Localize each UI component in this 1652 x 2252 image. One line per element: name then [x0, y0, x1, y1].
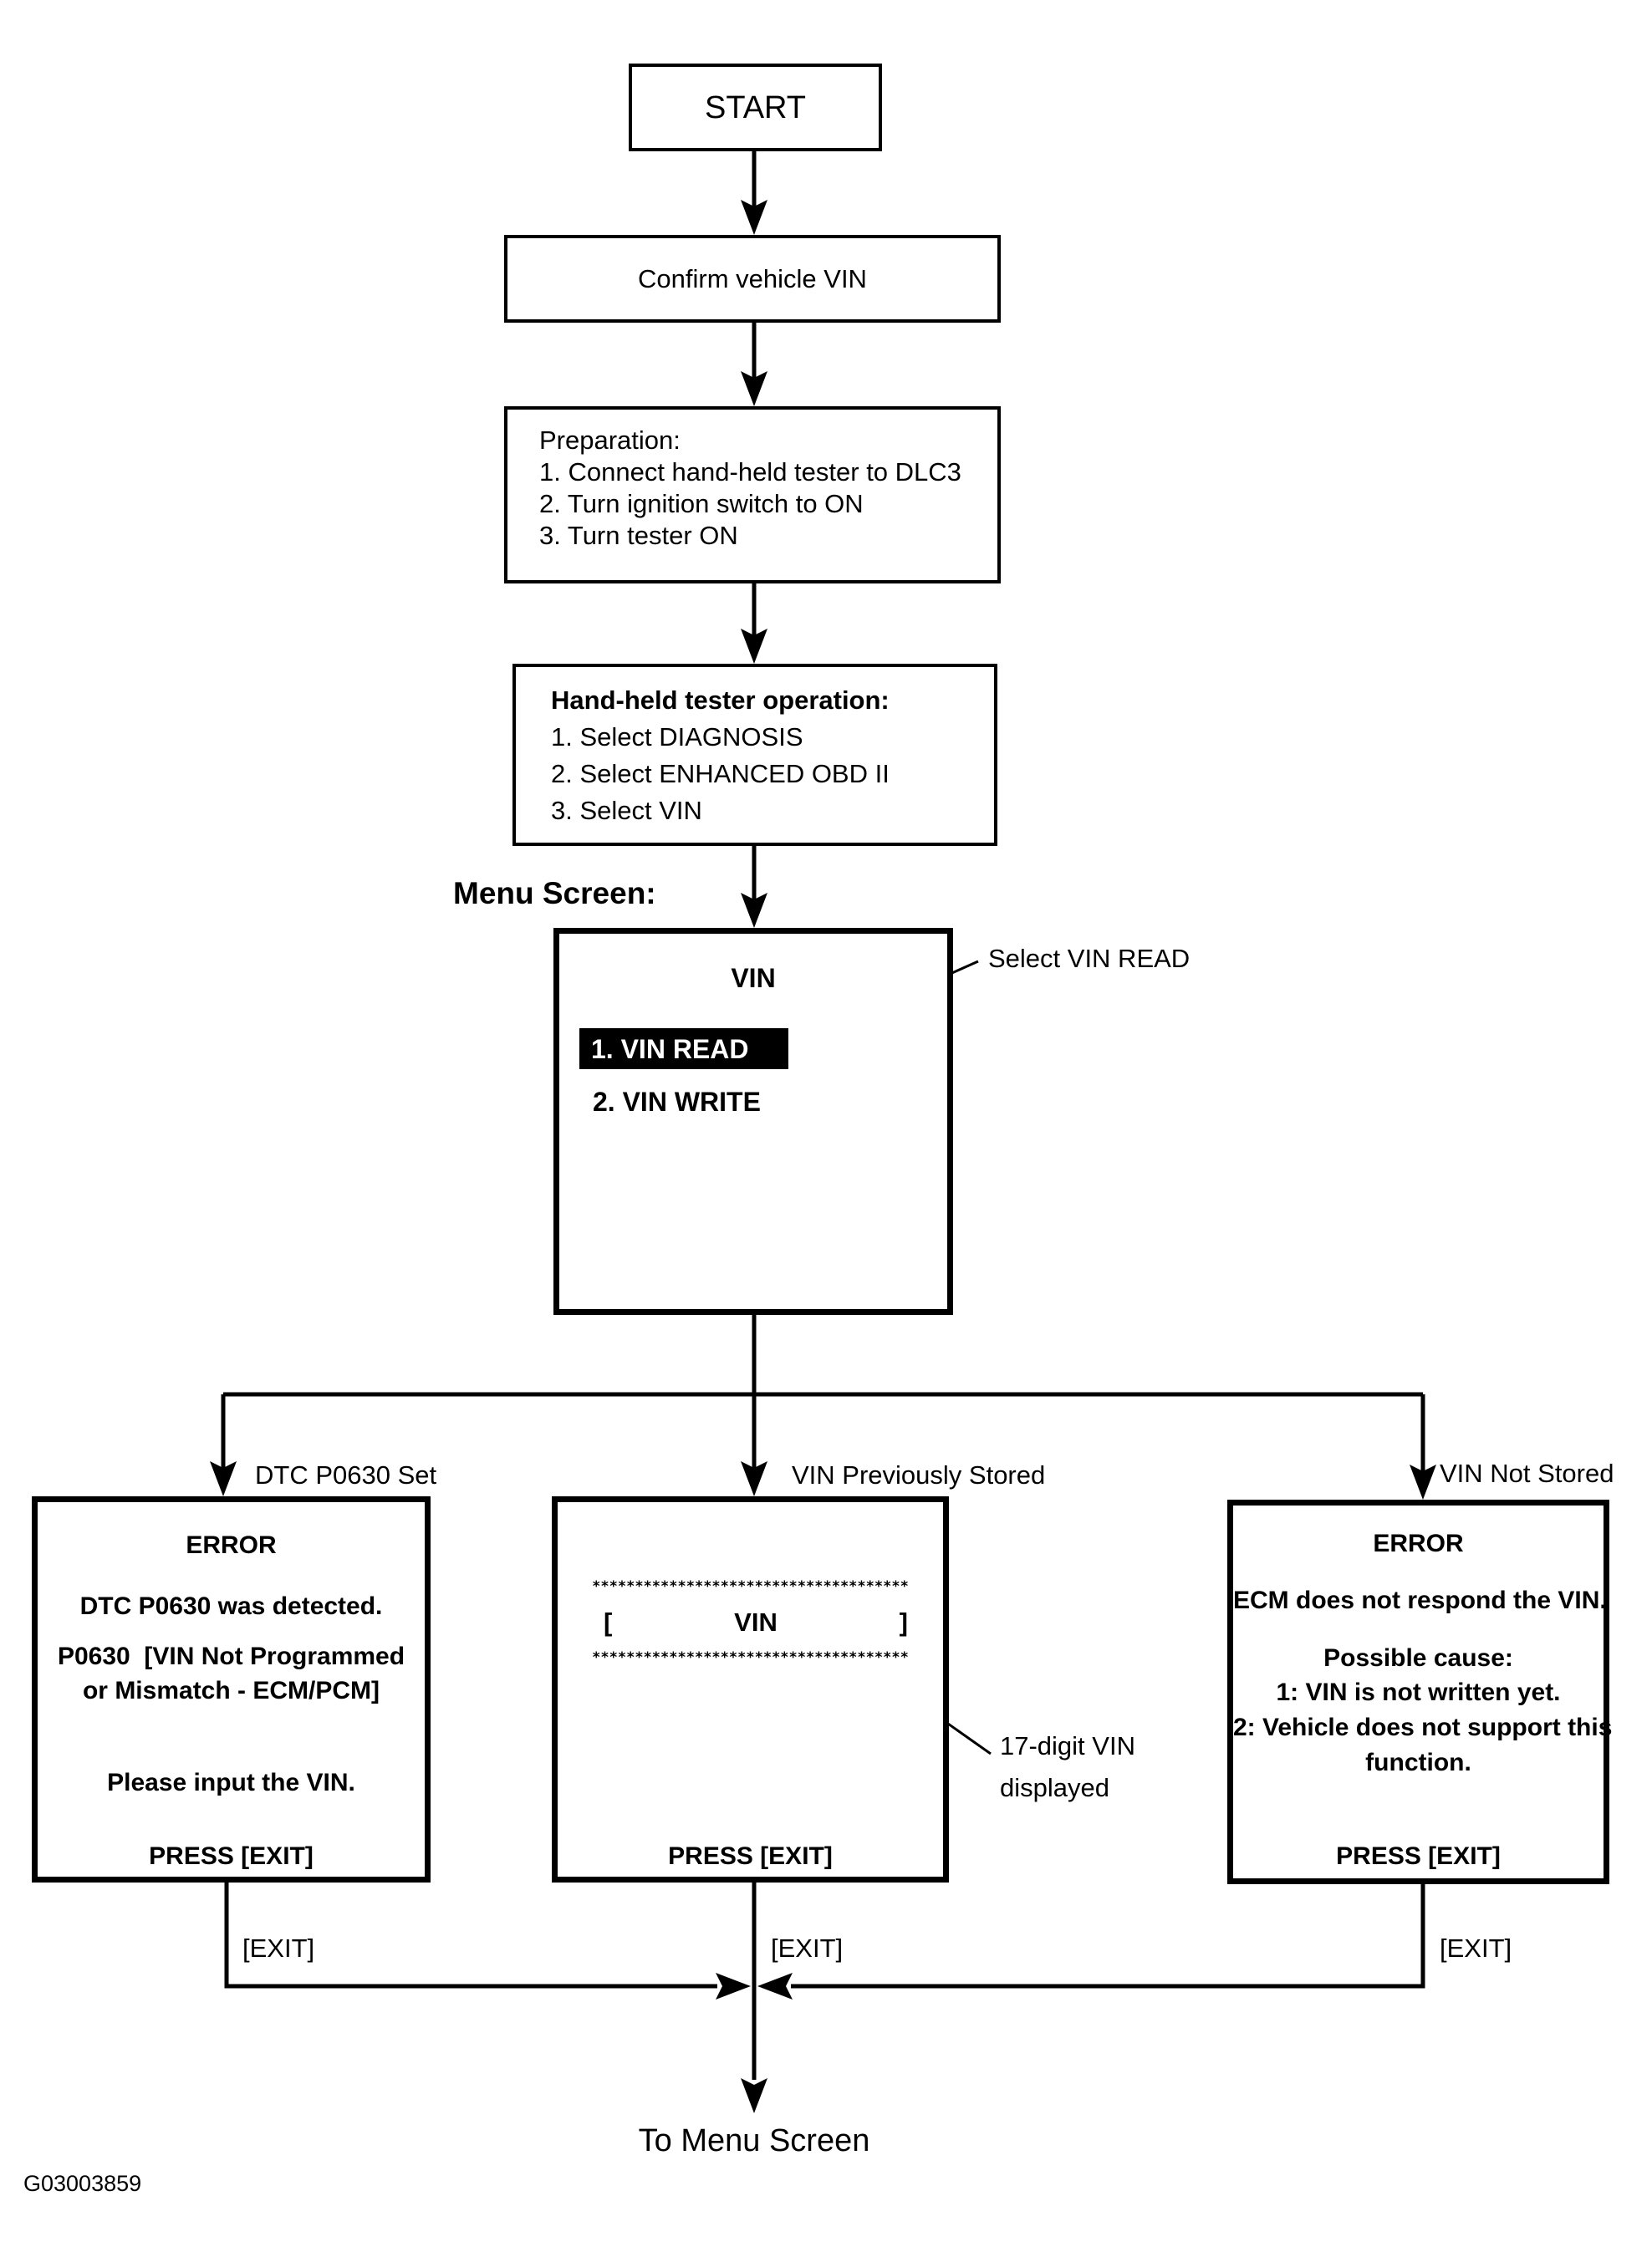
start-label: START	[704, 89, 807, 125]
branch-label-vin-not-stored: VIN Not Stored	[1440, 1459, 1614, 1488]
preparation-step: 3. Turn tester ON	[539, 521, 738, 550]
arrowhead-left-icon	[757, 1973, 793, 2000]
tester-operation-step: 3. Select VIN	[551, 796, 702, 825]
tester-operation-box: Hand-held tester operation: 1. Select DI…	[512, 664, 997, 846]
error-dtc-box: ERROR DTC P0630 was detected. P0630 [VIN…	[32, 1496, 431, 1883]
menu-screen-box: VIN 1. VIN READ 2. VIN WRITE	[553, 928, 953, 1315]
arrowhead-down-icon	[210, 1461, 237, 1496]
confirm-vin-box: Confirm vehicle VIN	[504, 235, 1001, 323]
vin-bracket-close: ]	[899, 1607, 908, 1637]
vin-display-box: ************************************* [ …	[552, 1496, 949, 1883]
arrowhead-down-icon	[741, 200, 767, 235]
menu-item-vin-read-label: 1. VIN READ	[591, 1033, 749, 1064]
press-exit-label: PRESS [EXIT]	[149, 1842, 314, 1870]
figure-id: G03003859	[23, 2171, 142, 2196]
vin-display-row: [ VIN ]	[604, 1607, 908, 1638]
callout-17-digit-vin-line1: 17-digit VIN	[1000, 1731, 1135, 1760]
arrowhead-down-icon	[741, 371, 767, 406]
tester-operation-step: 2. Select ENHANCED OBD II	[551, 759, 890, 788]
arrowhead-down-icon	[741, 2078, 767, 2113]
menu-title: VIN	[731, 963, 776, 993]
error-dtc-line: DTC P0630 was detected.	[79, 1592, 383, 1620]
tester-operation-step: 1. Select DIAGNOSIS	[551, 722, 803, 752]
error-ecm-line: 1: VIN is not written yet.	[1276, 1679, 1561, 1706]
branch-label-vin-stored: VIN Previously Stored	[792, 1460, 1046, 1490]
error-ecm-line: function.	[1365, 1749, 1471, 1776]
confirm-vin-label: Confirm vehicle VIN	[638, 263, 867, 293]
press-exit-label: PRESS [EXIT]	[668, 1842, 833, 1870]
exit-label-middle: [EXIT]	[771, 1934, 844, 1963]
error-ecm-title: ERROR	[1373, 1530, 1464, 1557]
menu-item-vin-write: 2. VIN WRITE	[593, 1087, 761, 1117]
error-ecm-line: 2: Vehicle does not support this	[1233, 1714, 1613, 1741]
menu-screen-label: Menu Screen:	[453, 876, 656, 910]
error-ecm-box: ERROR ECM does not respond the VIN. Poss…	[1227, 1500, 1613, 1884]
arrowhead-down-icon	[741, 629, 767, 664]
vin-bracket-open: [	[604, 1607, 613, 1637]
arrowhead-down-icon	[1410, 1465, 1436, 1500]
arrowhead-down-icon	[741, 1461, 767, 1496]
error-dtc-line: P0630 [VIN Not Programmed	[57, 1643, 405, 1670]
press-exit-label: PRESS [EXIT]	[1336, 1842, 1501, 1870]
error-dtc-line: or Mismatch - ECM/PCM]	[82, 1677, 380, 1704]
error-ecm-line: Possible cause:	[1323, 1644, 1513, 1672]
tester-operation-title: Hand-held tester operation:	[551, 685, 890, 715]
preparation-step: 1. Connect hand-held tester to DLC3	[539, 457, 961, 487]
callout-17-digit-vin-line2: displayed	[1000, 1773, 1109, 1802]
vin-display-stars-top: *************************************	[592, 1578, 909, 1595]
menu-item-vin-read: 1. VIN READ	[579, 1028, 788, 1069]
callout-select-vin-read-label: Select VIN READ	[988, 944, 1191, 973]
arrowhead-right-icon	[716, 1973, 751, 2000]
preparation-box: Preparation: 1. Connect hand-held tester…	[504, 406, 1001, 583]
exit-label-right: [EXIT]	[1440, 1934, 1512, 1963]
start-box: START	[629, 64, 882, 151]
error-dtc-line: Please input the VIN.	[107, 1769, 355, 1796]
preparation-step: 2. Turn ignition switch to ON	[539, 489, 864, 518]
vin-display-stars-bottom: *************************************	[592, 1649, 909, 1666]
error-ecm-line: ECM does not respond the VIN.	[1233, 1587, 1607, 1614]
error-dtc-title: ERROR	[186, 1531, 277, 1559]
vin-display-title: VIN	[734, 1607, 778, 1637]
to-menu-screen-label: To Menu Screen	[638, 2123, 870, 2158]
arrowhead-down-icon	[741, 893, 767, 928]
exit-label-left: [EXIT]	[242, 1934, 315, 1963]
preparation-title: Preparation:	[539, 425, 681, 455]
exit-right-line	[791, 1884, 1425, 1989]
branch-label-dtc-set: DTC P0630 Set	[255, 1460, 437, 1490]
